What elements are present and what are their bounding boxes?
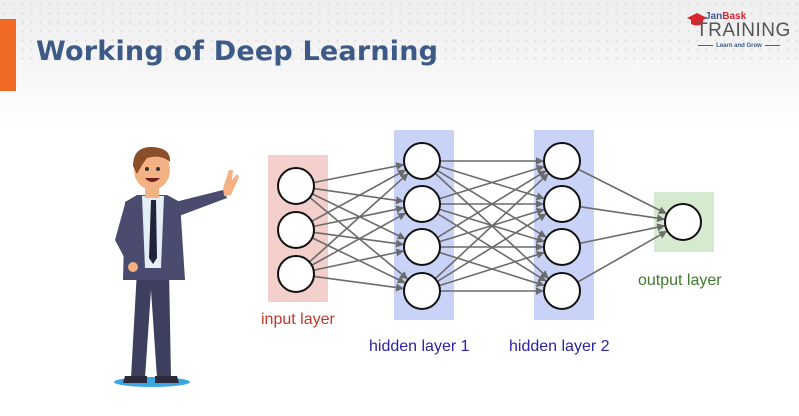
connection-edge bbox=[313, 275, 404, 292]
logo-brand-part1: Jan bbox=[705, 11, 723, 22]
output-node bbox=[664, 203, 702, 241]
output-layer-label: output layer bbox=[638, 272, 722, 289]
connection-edge bbox=[313, 248, 405, 272]
input-node bbox=[277, 255, 315, 293]
dotted-background-pattern bbox=[0, 0, 799, 60]
connection-edge bbox=[438, 164, 545, 200]
connection-edge bbox=[438, 251, 545, 287]
hidden1-node bbox=[403, 142, 441, 180]
connection-edge bbox=[577, 230, 668, 283]
connection-edge bbox=[436, 170, 547, 239]
hidden2-node bbox=[543, 272, 581, 310]
logo-brand-text: JanBask bbox=[705, 11, 746, 22]
logo-tagline: Learn and Grow bbox=[684, 43, 794, 49]
input-layer-label: input layer bbox=[261, 311, 335, 328]
connection-edge bbox=[579, 205, 665, 223]
input-node bbox=[277, 211, 315, 249]
input-node bbox=[277, 167, 315, 205]
hidden1-node bbox=[403, 185, 441, 223]
hidden2-node bbox=[543, 185, 581, 223]
connection-edge bbox=[311, 212, 407, 266]
connection-edge bbox=[436, 213, 547, 283]
hidden1-node bbox=[403, 272, 441, 310]
hidden2-node bbox=[543, 142, 581, 180]
connection-edge bbox=[311, 169, 407, 223]
hidden1-node bbox=[403, 228, 441, 266]
connection-edge bbox=[434, 173, 549, 280]
hidden-layer-2-label: hidden layer 2 bbox=[509, 338, 610, 355]
hidden-layer-1-label: hidden layer 1 bbox=[369, 338, 470, 355]
logo-brand-part2: Bask bbox=[722, 11, 747, 22]
graduation-cap-icon bbox=[687, 13, 707, 26]
page-title: Working of Deep Learning bbox=[36, 36, 439, 67]
logo-training-text: TRAINING bbox=[696, 20, 791, 41]
connection-edge bbox=[308, 173, 409, 263]
accent-bar bbox=[0, 19, 16, 91]
hidden2-node bbox=[543, 228, 581, 266]
connection-edge bbox=[577, 168, 667, 215]
person-waving-icon bbox=[114, 146, 239, 387]
connection-edge bbox=[579, 223, 666, 245]
janbask-logo: JanBask TRAINING Learn and Grow bbox=[684, 10, 794, 52]
connection-edge bbox=[313, 162, 405, 184]
